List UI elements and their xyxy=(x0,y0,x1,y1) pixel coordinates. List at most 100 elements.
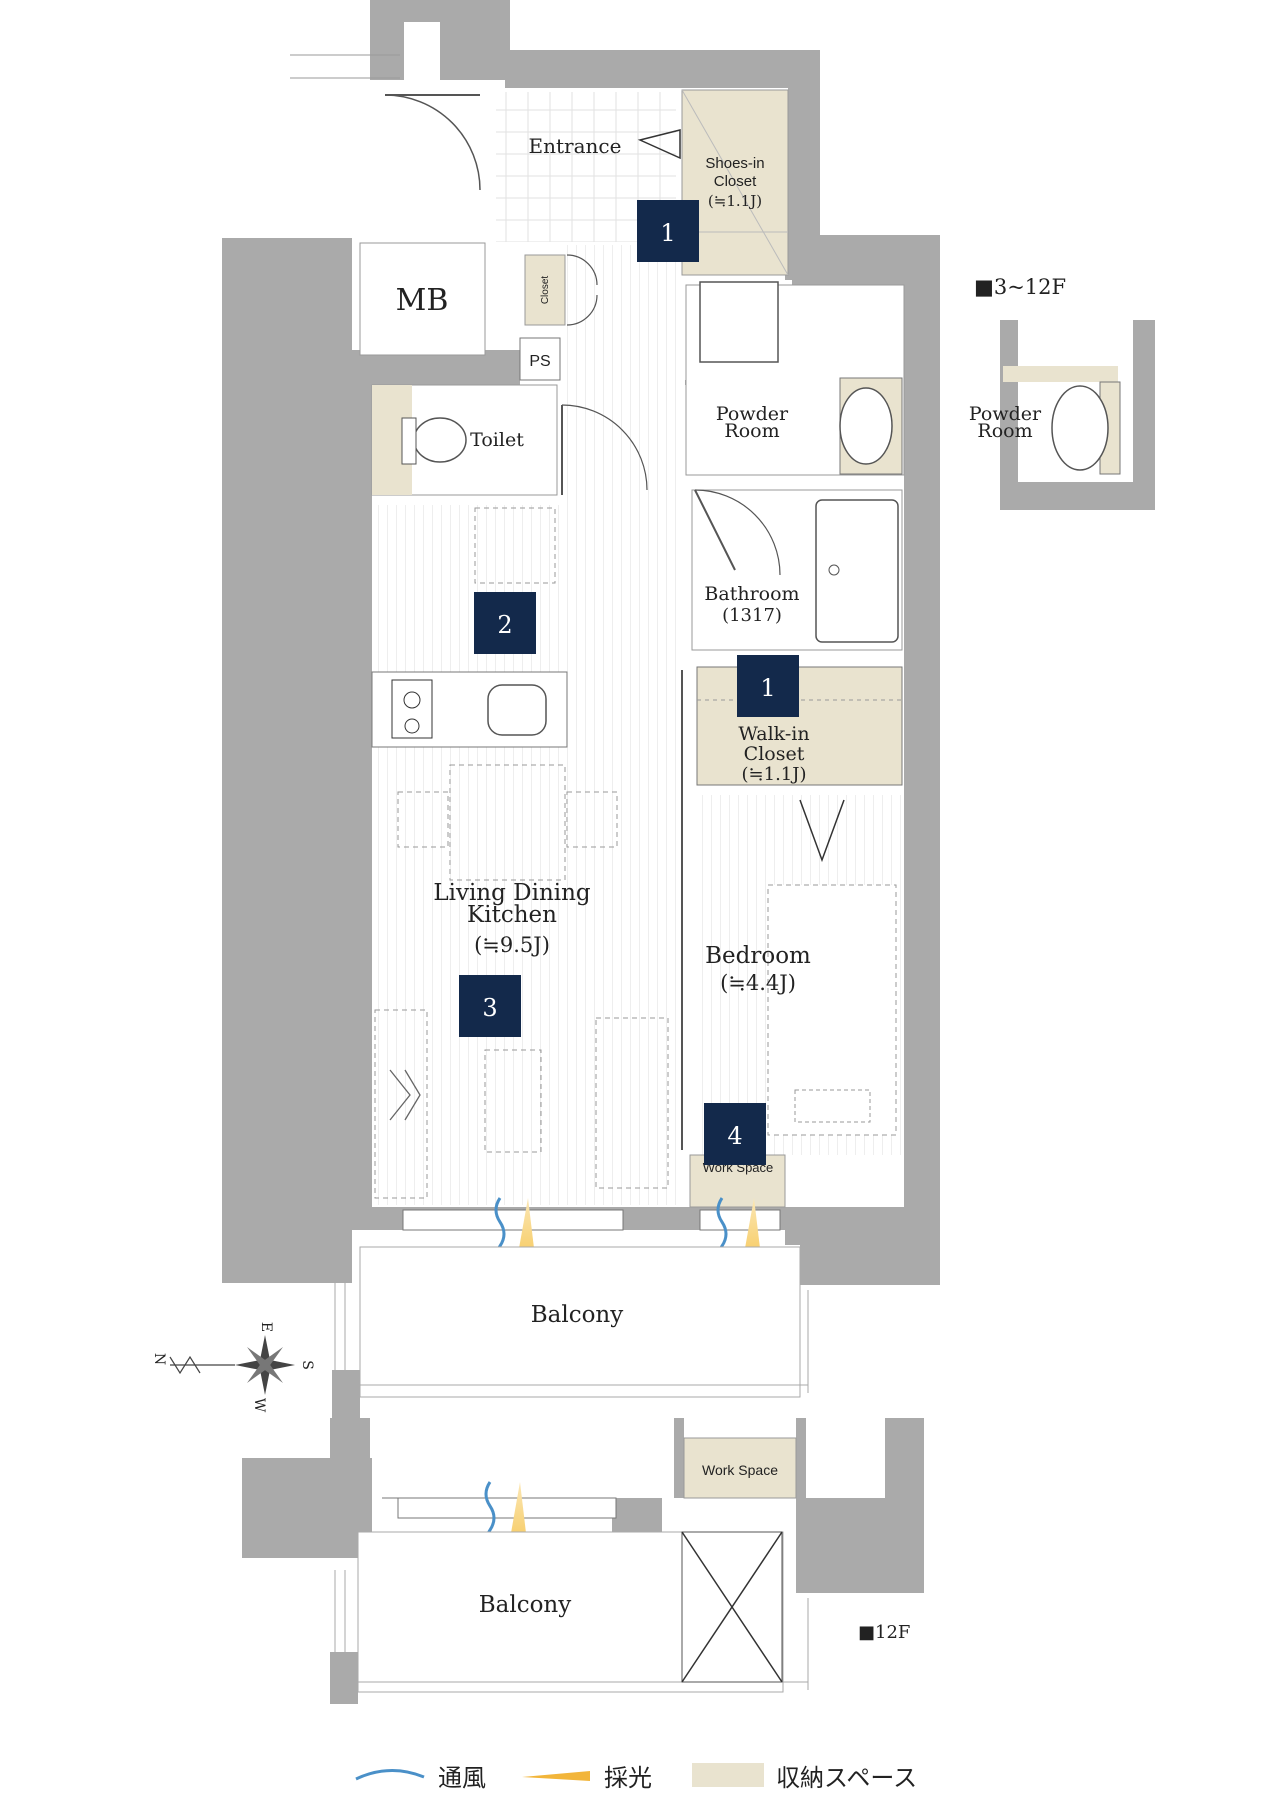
sofa xyxy=(374,1009,428,1199)
ldk-label-1: Living Dining xyxy=(433,880,591,906)
badge: 1 xyxy=(637,200,699,262)
balcony-label: Balcony xyxy=(531,1302,624,1328)
svg-text:1: 1 xyxy=(660,219,675,247)
toilet-label: Toilet xyxy=(470,429,524,451)
washbasin xyxy=(839,387,893,465)
bathtub-drain xyxy=(828,564,840,576)
window xyxy=(397,1497,617,1519)
wall-block xyxy=(674,1418,684,1498)
dining-table xyxy=(449,764,566,881)
entrance-door-swing xyxy=(384,94,481,191)
bathtub xyxy=(815,499,899,643)
bed xyxy=(767,884,897,1136)
work-space-area xyxy=(683,1437,797,1499)
shoes-closet-label-2: Closet xyxy=(714,173,757,190)
bathroom-door-swing xyxy=(694,489,781,576)
burner xyxy=(404,718,420,734)
shoes-closet-label-1: Shoes-in xyxy=(705,155,764,172)
walkin-closet-area xyxy=(696,666,903,786)
dining-chair xyxy=(397,791,449,848)
wall-block xyxy=(796,1418,806,1498)
legend: 通風 採光 収納スペース xyxy=(340,1760,1040,1792)
stove xyxy=(391,679,433,739)
washbasin xyxy=(1051,385,1109,471)
bathroom-door xyxy=(694,489,736,571)
work-space-top-label: Work Space xyxy=(702,1462,778,1478)
floor-label-typical: ■3~12F xyxy=(974,275,1066,299)
plant-decoration xyxy=(389,1069,421,1121)
svg-text:3: 3 xyxy=(482,994,497,1022)
bedroom-door-marker xyxy=(799,799,845,863)
badge: 4 xyxy=(704,1103,766,1165)
closet-shelf-line xyxy=(681,89,789,276)
closet-door-swing xyxy=(566,254,598,326)
compass-icon xyxy=(169,1335,295,1395)
floor-label-top: ■12F xyxy=(858,1622,910,1643)
svg-text:4: 4 xyxy=(727,1122,742,1150)
small-closet-label: Closet xyxy=(540,276,551,305)
small-closet-area xyxy=(524,254,566,326)
powder-room-alt-label-2: Room xyxy=(977,420,1032,442)
bathroom-label-1: Bathroom xyxy=(704,583,799,605)
wall-block xyxy=(330,1652,358,1704)
entrance-step-marker xyxy=(637,129,681,160)
void-cross xyxy=(681,1531,783,1683)
wall-block xyxy=(785,50,820,240)
mb-label: MB xyxy=(396,283,449,318)
badge: 3 xyxy=(459,975,521,1037)
ps-label: PS xyxy=(529,353,550,370)
top-floor-plan xyxy=(242,1418,924,1704)
legend-lighting: 採光 xyxy=(520,1760,652,1792)
window xyxy=(699,1209,781,1231)
tv-board xyxy=(595,1017,669,1189)
kitchen-sink xyxy=(487,684,547,736)
bathroom-label-2: (1317) xyxy=(722,605,782,626)
typical-floor-plan xyxy=(222,0,940,1422)
compass-n-label: N xyxy=(151,1353,167,1365)
svg-text:1: 1 xyxy=(760,674,775,702)
powder-room-alt-plan xyxy=(1000,320,1155,510)
ldk-label-3: (≒9.5J) xyxy=(474,933,550,957)
badge: 1 xyxy=(737,655,799,717)
walkin-closet-label-2: Closet xyxy=(744,743,805,765)
walkin-closet-label-1: Walk-in xyxy=(738,723,809,745)
legend-ventilation: 通風 xyxy=(354,1760,486,1792)
pillow xyxy=(794,1089,871,1123)
window xyxy=(402,1209,624,1231)
walkin-closet-label-3: (≒1.1J) xyxy=(742,764,807,785)
burner xyxy=(403,691,421,709)
balcony-top-label: Balcony xyxy=(479,1592,572,1618)
badge: 2 xyxy=(474,592,536,654)
compass-s-label: S xyxy=(299,1360,315,1370)
entrance-label: Entrance xyxy=(529,134,622,158)
powder-room-label-1: Powder xyxy=(716,403,789,425)
coffee-table xyxy=(484,1049,542,1153)
powder-room-alt-label-1: Powder xyxy=(969,403,1042,425)
bedroom-label-2: (≒4.4J) xyxy=(720,971,796,995)
mb-room xyxy=(359,242,486,356)
wall-block xyxy=(662,1418,674,1538)
wall-block xyxy=(330,1418,370,1518)
toilet-bowl xyxy=(413,417,467,463)
toilet-tank xyxy=(401,417,417,465)
wall-block xyxy=(404,22,440,80)
ldk-label-2: Kitchen xyxy=(467,902,557,928)
dining-chair xyxy=(566,791,618,848)
legend-lighting-label: 採光 xyxy=(604,1763,652,1792)
refrigerator-space xyxy=(474,507,556,584)
wall-block xyxy=(885,1418,924,1593)
lighting-icon xyxy=(522,1771,590,1781)
svg-text:2: 2 xyxy=(497,611,512,639)
wall-block xyxy=(332,1370,360,1422)
ps-room xyxy=(519,337,561,381)
storage-swatch xyxy=(692,1763,764,1787)
washing-machine xyxy=(699,281,779,363)
bedroom-label-1: Bedroom xyxy=(705,943,811,969)
compass-e-label: E xyxy=(258,1322,274,1332)
legend-storage: 収納スペース xyxy=(692,1760,918,1792)
legend-ventilation-label: 通風 xyxy=(438,1763,486,1792)
legend-storage-label: 収納スペース xyxy=(776,1763,918,1792)
compass-w-label: W xyxy=(251,1398,267,1413)
wall-block xyxy=(372,1418,382,1518)
